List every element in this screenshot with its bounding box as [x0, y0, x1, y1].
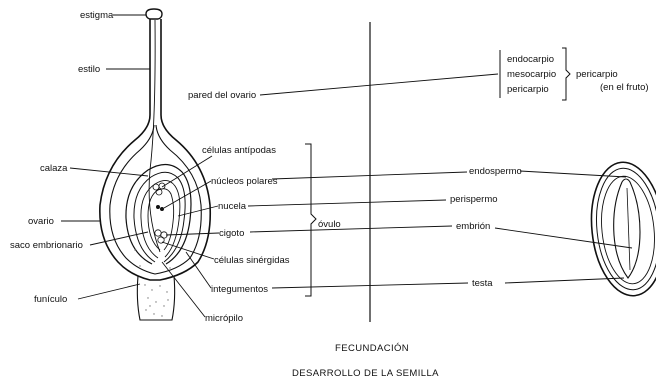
ovule-inner-integument — [134, 172, 185, 262]
label-pericarpio-group: pericarpio — [576, 69, 618, 80]
label-estilo: estilo — [78, 64, 100, 75]
antipodal-cells — [153, 183, 165, 195]
label-saco-embrionario: saco embrionario — [10, 240, 83, 251]
label-cigoto: cigoto — [219, 228, 244, 239]
label-pericarpio-layer: pericarpio — [507, 84, 549, 95]
label-celulas-antipodas: células antípodas — [202, 145, 276, 156]
label-embrion: embrión — [456, 221, 490, 232]
label-integumentos: integumentos — [211, 284, 268, 295]
label-en-el-fruto: (en el fruto) — [600, 82, 649, 93]
label-calaza: calaza — [40, 163, 68, 174]
label-nucleos-polares: núcleos polares — [211, 176, 278, 187]
caption-desarrollo: DESARROLLO DE LA SEMILLA — [292, 368, 439, 379]
label-ovulo: óvulo — [318, 219, 341, 230]
seed-testa-inner — [591, 165, 656, 293]
ovary-inner-wall — [110, 125, 201, 274]
middle-labels: pared del ovario células antípodas núcle… — [162, 74, 498, 324]
label-mesocarpio: mesocarpio — [507, 69, 556, 80]
polar-nuclei — [156, 205, 164, 211]
seed-drawing — [585, 159, 656, 300]
label-testa: testa — [472, 278, 493, 289]
ovulo-bracket — [305, 144, 316, 296]
stigma-shape — [146, 9, 162, 19]
pericarpio-bracket — [562, 48, 570, 100]
label-celulas-sinergidas: células sinérgidas — [214, 255, 290, 266]
label-funiculo: funículo — [34, 294, 67, 305]
seed-endosperm — [596, 174, 656, 287]
label-pared-del-ovario: pared del ovario — [188, 90, 256, 101]
caption-fecundacion: FECUNDACIÓN — [335, 343, 409, 354]
label-endospermo: endospermo — [469, 166, 522, 177]
label-nucela: nucela — [218, 201, 247, 212]
label-micropilo: micrópilo — [205, 313, 243, 324]
funicle-base — [137, 276, 174, 320]
stipple — [134, 249, 170, 316]
label-ovario: ovario — [28, 216, 54, 227]
pistil-drawing — [100, 9, 210, 320]
embryo-sac-shape — [148, 189, 174, 250]
label-endocarpio: endocarpio — [507, 54, 554, 65]
label-estigma: estigma — [80, 10, 114, 21]
label-perispermo: perispermo — [450, 194, 498, 205]
